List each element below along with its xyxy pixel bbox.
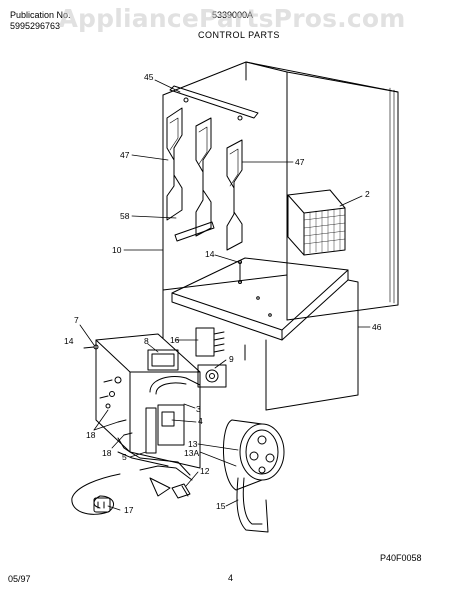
callout-label: 13 xyxy=(188,439,198,449)
screws xyxy=(83,344,133,436)
callout-label: 2 xyxy=(365,189,370,199)
callout-label: 9 xyxy=(229,354,234,364)
relay-part xyxy=(147,349,179,371)
power-cord-part xyxy=(71,473,121,515)
callout-label: 16 xyxy=(170,335,180,345)
callout-label: 18 xyxy=(86,430,96,440)
callout-label: 4 xyxy=(198,416,203,426)
figure-code: P40F0058 xyxy=(380,553,422,563)
footer-date: 05/97 xyxy=(8,574,31,584)
fan-motor-part xyxy=(223,419,285,491)
control-box-part xyxy=(171,257,359,411)
terminal-block-part xyxy=(195,327,225,357)
callout-label: 3 xyxy=(196,404,201,414)
heater-brackets xyxy=(166,107,243,251)
selector-switch-part xyxy=(145,376,201,454)
callout-label: 10 xyxy=(112,245,122,255)
callout-label: 46 xyxy=(372,322,382,332)
callout-label: 13A xyxy=(184,448,199,458)
drain-tube-part xyxy=(236,477,269,533)
callout-leaders xyxy=(79,79,371,511)
callout-label: 47 xyxy=(120,150,130,160)
callout-label: 45 xyxy=(144,72,154,82)
callout-label: 12 xyxy=(200,466,210,476)
callout-label: 14 xyxy=(64,336,74,346)
model-number: 5339000A xyxy=(212,10,254,20)
callout-label: 18 xyxy=(102,448,112,458)
air-filter-part xyxy=(287,189,346,256)
callout-label: 17 xyxy=(124,505,134,515)
callout-label: 14 xyxy=(205,249,215,259)
control-bracket-part xyxy=(95,333,201,469)
callout-label: 7 xyxy=(74,315,79,325)
page-number: 4 xyxy=(228,573,234,583)
wiring-harness xyxy=(117,437,193,481)
publication-number: 5995296763 xyxy=(10,21,61,31)
callout-label: 47 xyxy=(295,157,305,167)
publication-label: Publication No. xyxy=(10,10,71,20)
thermostat-part xyxy=(197,364,227,388)
top-bar-part xyxy=(169,85,259,121)
callout-label: 8 xyxy=(144,336,149,346)
wire-clip-part xyxy=(174,221,215,242)
callout-label: 5 xyxy=(122,452,127,462)
section-title: CONTROL PARTS xyxy=(198,30,280,40)
fan-blade-part xyxy=(149,477,171,497)
clamp-part xyxy=(171,483,191,499)
callout-label: 15 xyxy=(216,501,226,511)
callout-label: 58 xyxy=(120,211,130,221)
